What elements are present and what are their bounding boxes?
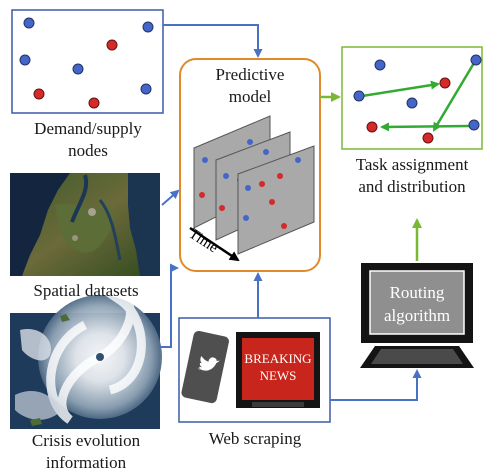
crisis-evolution-image <box>10 295 162 429</box>
breaking-news-line2: NEWS <box>260 368 297 383</box>
demand-node <box>33 88 45 100</box>
routing-label-line1: Routing <box>390 283 445 302</box>
demand-node <box>422 132 434 144</box>
arrow-web-to-routing <box>330 369 422 401</box>
demand-node <box>439 77 451 89</box>
route-arrow <box>380 122 471 132</box>
supply-node <box>140 83 152 95</box>
time-arrow <box>189 226 240 262</box>
supply-node <box>470 54 482 66</box>
breaking-news-screen-icon: BREAKING NEWS <box>236 332 320 408</box>
predictive-model-box: Time <box>179 58 321 272</box>
spatial-datasets-label: Spatial datasets <box>33 281 139 300</box>
demand-node <box>106 39 118 51</box>
supply-node <box>468 119 480 131</box>
supply-node <box>406 97 418 109</box>
breaking-news-line1: BREAKING <box>244 351 311 366</box>
twitter-bird-icon <box>181 330 229 404</box>
data-snapshot <box>237 145 315 255</box>
task-assignment-label: Task assignment and distribution <box>355 155 469 196</box>
connectors <box>160 24 422 401</box>
arrow-nodes-to-model <box>163 24 263 58</box>
spatial-dataset-image <box>10 173 160 276</box>
web-scraping-panel: BREAKING NEWS <box>178 317 331 423</box>
demand-supply-label: Demand/supply nodes <box>34 119 142 160</box>
crisis-evolution-label: Crisis evolution information <box>31 431 141 472</box>
arrow-crisis-to-model <box>160 263 179 348</box>
supply-node <box>23 17 35 29</box>
demand-node <box>366 121 378 133</box>
arrow-spatial-to-model <box>161 189 180 206</box>
route-arrow <box>432 62 476 132</box>
demand-node <box>88 97 100 109</box>
routing-computer: Routing algorithm <box>360 263 474 368</box>
supply-node <box>142 21 154 33</box>
supply-node <box>374 59 386 71</box>
web-scraping-label: Web scraping <box>208 429 302 448</box>
supply-node <box>353 90 365 102</box>
routing-label-line2: algorithm <box>384 306 450 325</box>
predictive-model-label: Predictive model <box>215 65 285 106</box>
supply-node <box>72 63 84 75</box>
demand-supply-panel <box>11 9 164 114</box>
supply-node <box>19 54 31 66</box>
task-assignment-box <box>341 46 483 150</box>
route-arrow <box>361 80 440 98</box>
